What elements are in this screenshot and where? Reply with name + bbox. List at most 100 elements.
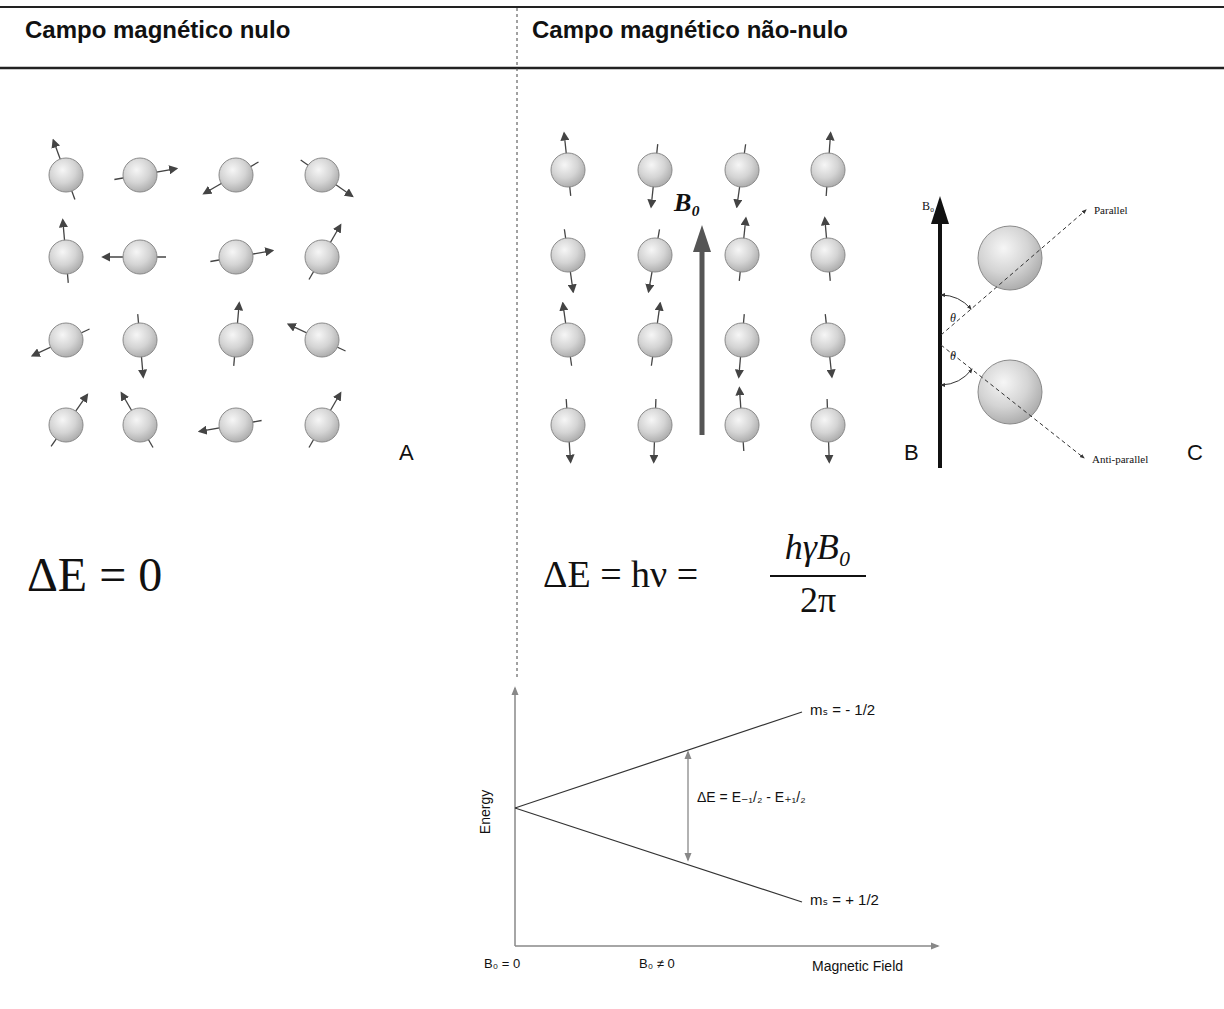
spin-state-label: mₛ = + 1/2 xyxy=(810,891,879,908)
nucleus-sphere xyxy=(49,240,83,274)
panel-letter: B xyxy=(904,440,919,465)
spin-nucleus xyxy=(123,314,157,377)
spin-nucleus xyxy=(551,133,585,196)
spin-nucleus xyxy=(49,395,87,447)
angle-label: θ xyxy=(950,350,956,364)
orientation-label: Anti-parallel xyxy=(1092,453,1148,466)
axis-title: Energy xyxy=(477,790,493,834)
field-label: B₀ xyxy=(922,200,934,214)
nucleus-sphere xyxy=(551,323,585,357)
spin-nucleus xyxy=(219,303,253,366)
nucleus-sphere xyxy=(219,323,253,357)
nucleus-sphere xyxy=(725,238,759,272)
theta-arc xyxy=(941,369,972,385)
spin-nucleus xyxy=(811,218,845,281)
axis-title: Magnetic Field xyxy=(812,958,903,974)
axis-tick-label: B₀ ≠ 0 xyxy=(639,957,675,972)
nucleus-sphere xyxy=(725,408,759,442)
spin-nucleus xyxy=(725,314,759,377)
spin-nucleus xyxy=(122,393,158,448)
random-spins xyxy=(32,140,352,447)
divider-line xyxy=(517,8,518,680)
nucleus-sphere xyxy=(551,153,585,187)
spin-nucleus xyxy=(811,133,845,196)
nucleus-sphere xyxy=(638,153,672,187)
spin-nucleus xyxy=(305,393,341,448)
aligned-spins xyxy=(551,133,845,462)
spin-nucleus xyxy=(301,158,353,196)
fraction-bar xyxy=(770,575,866,577)
nucleus-sphere xyxy=(638,408,672,442)
spin-state-label: mₛ = - 1/2 xyxy=(810,701,875,718)
spin-nucleus xyxy=(305,225,341,280)
energy-gap-label: ΔE = E₋₁/₂ - E₊₁/₂ xyxy=(697,789,806,805)
spin-nucleus xyxy=(49,220,83,283)
spin-nucleus xyxy=(725,144,759,206)
spin-nucleus xyxy=(551,303,585,365)
spin-nucleus xyxy=(638,229,672,291)
nucleus-sphere xyxy=(305,240,339,274)
nucleus-sphere xyxy=(123,240,157,274)
nucleus-sphere xyxy=(638,323,672,357)
spin-nucleus xyxy=(210,240,272,274)
column-heading: Campo magnético não-nulo xyxy=(532,16,848,44)
equation-numerator: hγB₀ xyxy=(785,527,852,568)
field-axis-line xyxy=(515,945,938,947)
antiparallel-vector xyxy=(941,345,1084,458)
nucleus-sphere xyxy=(49,408,83,442)
panel-letter: C xyxy=(1187,440,1203,465)
nucleus-sphere xyxy=(725,153,759,187)
field-label: B₀ xyxy=(674,188,700,218)
nucleus-sphere xyxy=(123,408,157,442)
field-arrow-head xyxy=(693,225,711,252)
top-rule xyxy=(0,6,1224,8)
axis-tick-label: B₀ = 0 xyxy=(484,957,520,972)
spin-nucleus xyxy=(49,140,83,199)
nucleus-sphere xyxy=(305,408,339,442)
spin-nucleus xyxy=(811,314,845,377)
panel-letter: A xyxy=(399,440,414,465)
nucleus-sphere xyxy=(638,238,672,272)
parallel-vector xyxy=(941,210,1086,335)
spin-nucleus xyxy=(103,240,166,274)
spin-nucleus xyxy=(638,303,672,365)
spin-nucleus xyxy=(114,158,176,192)
spin-nucleus xyxy=(725,388,759,451)
antiparallel-nucleus xyxy=(978,360,1042,424)
header-rule xyxy=(0,67,1224,70)
spin-nucleus xyxy=(638,399,672,462)
spin-nucleus xyxy=(725,218,759,281)
delta-e-arrow xyxy=(687,752,689,860)
nucleus-sphere xyxy=(811,408,845,442)
energy-equation: ΔE = 0 xyxy=(27,547,162,602)
spin-nucleus xyxy=(551,399,585,462)
spin-nucleus xyxy=(32,323,89,357)
energy-axis xyxy=(514,688,516,946)
spin-nucleus xyxy=(811,399,845,462)
nucleus-sphere xyxy=(811,323,845,357)
spin-nucleus xyxy=(551,229,585,291)
spin-nucleus xyxy=(288,323,345,357)
spin-nucleus xyxy=(200,408,262,442)
nucleus-sphere xyxy=(219,408,253,442)
nucleus-sphere xyxy=(305,323,339,357)
nucleus-sphere xyxy=(219,158,253,192)
nucleus-sphere xyxy=(811,238,845,272)
parallel-nucleus xyxy=(978,226,1042,290)
theta-arc xyxy=(941,295,971,309)
spin-nucleus xyxy=(638,144,672,207)
nucleus-sphere xyxy=(49,323,83,357)
energy-equation: ΔE = hν = xyxy=(543,553,698,597)
column-heading: Campo magnético nulo xyxy=(25,16,290,44)
lower-level xyxy=(515,808,802,902)
orientation-label: Parallel xyxy=(1094,204,1128,217)
angle-label: θ xyxy=(950,312,956,326)
nucleus-sphere xyxy=(305,158,339,192)
nucleus-sphere xyxy=(725,323,759,357)
nucleus-sphere xyxy=(551,238,585,272)
field-axis xyxy=(938,220,942,468)
nucleus-sphere xyxy=(811,153,845,187)
field-arrow-shaft xyxy=(700,250,705,435)
